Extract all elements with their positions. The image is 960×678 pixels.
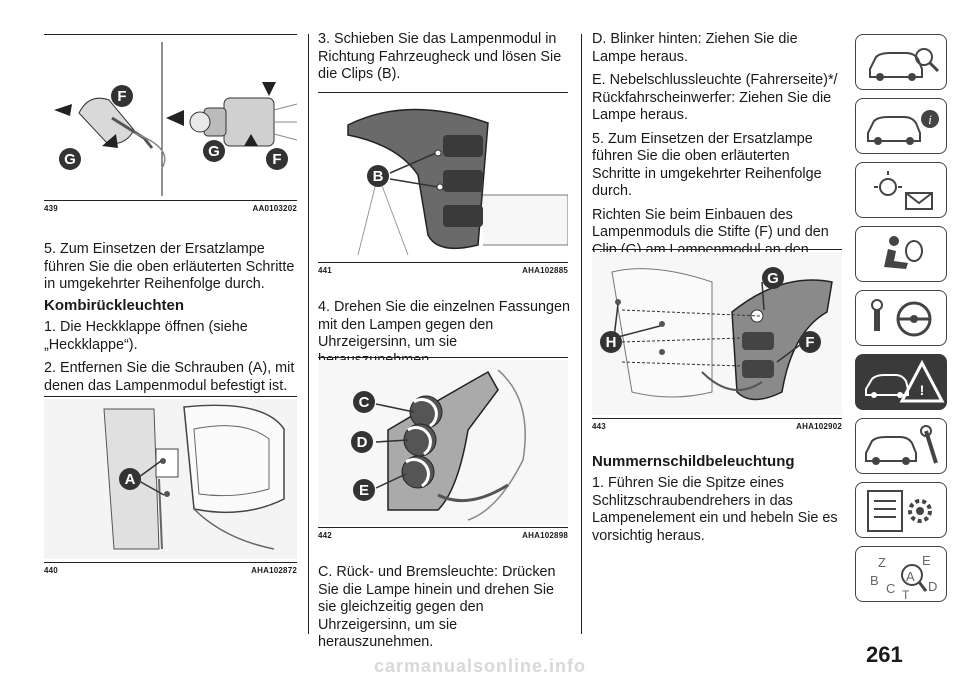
figure-number: 441 [318,266,332,275]
fig440-label-a: A [125,471,136,488]
fig442-label-e: E [359,482,369,499]
fig443-label-h: H [606,334,617,351]
fig439-label-g2: G [208,143,220,160]
index-letter: E [922,553,931,568]
text-block: 4. Drehen Sie die einzelnen Fassungen mi… [318,299,574,375]
car-info-icon: i [867,110,939,145]
paragraph: 5. Zum Einsetzen der Ersatzlampe führen … [44,241,295,292]
column-divider [581,34,582,634]
section-heading: Kombirückleuchten [44,297,185,314]
text-block: C. Rück- und Bremsleuchte: Drücken Sie d… [318,564,574,658]
tab-warning-lights[interactable] [855,162,947,218]
figure-code: AHA102872 [251,566,297,575]
paragraph: E. Nebelschlussleuchte (Fahrerseite)*/ R… [592,72,838,123]
car-search-icon [869,48,940,81]
figure-442-caption: 442 AHA102898 [318,531,568,540]
index-letter: C [886,581,895,596]
figure-code: AHA102902 [796,422,842,431]
tab-starting-driving[interactable] [855,290,947,346]
tab-safety[interactable] [855,226,947,282]
divider [592,249,842,250]
checklist-gear-icon [867,490,932,532]
figure-439-caption: 439 AA0103202 [44,204,297,213]
paragraph: C. Rück- und Bremsleuchte: Drücken Sie d… [318,564,556,650]
divider [44,200,297,201]
fig442-label-d: D [357,434,368,451]
figure-440-caption: 440 AHA102872 [44,566,297,575]
column-divider [308,34,309,634]
text-block: 5. Zum Einsetzen der Ersatzlampe führen … [44,241,300,300]
tab-index[interactable]: Z E B C A D T [855,546,947,602]
figure-443: G H F [592,252,842,415]
paragraph: 3. Schieben Sie das Lampenmodul in Richt… [318,31,562,82]
fig442-label-c: C [359,394,370,411]
svg-text:i: i [928,112,932,127]
tab-emergency[interactable]: ! [855,354,947,410]
figure-442: C D E [318,360,568,525]
index-letter: D [928,579,937,594]
index-letter: Z [878,555,886,570]
figure-code: AA0103202 [252,204,297,213]
divider [318,357,568,358]
divider [318,527,568,528]
divider [44,562,297,563]
paragraph: 5. Zum Einsetzen der Ersatzlampe führen … [592,130,822,200]
fig439-label-f2: F [272,151,281,168]
paragraph: 1. Die Heckklappe öffnen (siehe „Heckkla… [44,319,248,353]
divider [592,418,842,419]
paragraph: 2. Entfernen Sie die Schrauben (A), mit … [44,360,295,394]
figure-code: AHA102898 [522,531,568,540]
text-block: D. Blinker hinten: Ziehen Sie die Lampe … [592,31,842,283]
figure-code: AHA102885 [522,266,568,275]
index-letter: B [870,573,879,588]
divider [318,262,568,263]
figure-number: 439 [44,204,58,213]
airbag-seat-icon [884,236,923,269]
text-block: 1. Führen Sie die Spitze eines Schlitzsc… [592,475,842,551]
warning-light-mail-icon [874,171,933,210]
paragraph: 1. Führen Sie die Spitze eines Schlitzsc… [592,475,838,544]
page-number: 261 [866,642,903,667]
figure-439: F G G F [44,38,297,198]
figure-number: 443 [592,422,606,431]
index-letter: T [902,588,910,602]
key-steering-wheel-icon [871,299,932,337]
divider [44,34,297,35]
paragraph: 4. Drehen Sie die einzelnen Fassungen mi… [318,299,571,368]
figure-number: 442 [318,531,332,540]
fig439-label-g1: G [64,151,76,168]
fig441-label-b: B [373,168,384,185]
tab-car-info[interactable]: i [855,98,947,154]
figure-441: B [318,95,568,260]
figure-440: A [44,399,297,559]
divider [44,396,297,397]
section-heading: Nummernschildbeleuchtung [592,453,795,470]
tab-car-search[interactable] [855,34,947,90]
fig443-label-f: F [805,334,814,351]
fig439-label-f1: F [117,88,126,105]
figure-443-caption: 443 AHA102902 [592,422,842,431]
tab-maintenance[interactable] [855,418,947,474]
alphabet-index-icon: Z E B C A D T [870,553,937,602]
tab-technical-data[interactable] [855,482,947,538]
paragraph: D. Blinker hinten: Ziehen Sie die Lampe … [592,31,798,65]
svg-text:!: ! [920,382,925,398]
figure-441-caption: 441 AHA102885 [318,266,568,275]
divider [318,92,568,93]
text-block: 1. Die Heckklappe öffnen (siehe „Heckkla… [44,319,300,401]
emergency-triangle-icon: ! [865,359,945,403]
car-wrench-icon [865,425,938,465]
fig443-label-g: G [767,270,779,287]
index-letter: A [906,569,915,584]
watermark: carmanualsonline.info [373,656,587,676]
figure-number: 440 [44,566,58,575]
text-block: 3. Schieben Sie das Lampenmodul in Richt… [318,31,574,90]
